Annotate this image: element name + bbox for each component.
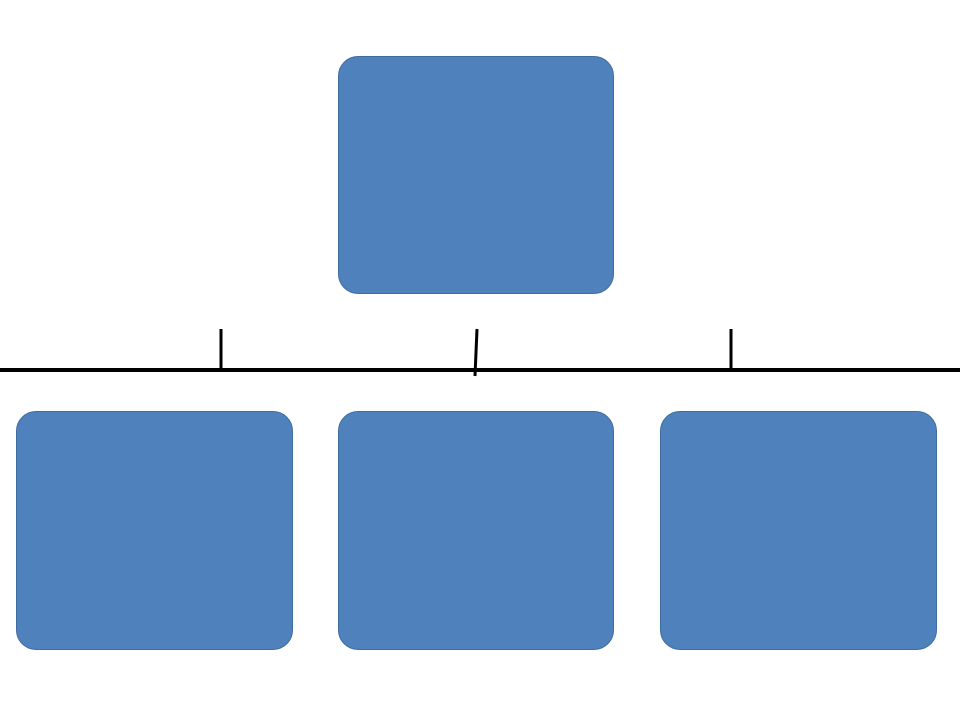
child-node-box-left (16, 411, 293, 650)
connector-tick-center (473, 328, 479, 377)
child-node-box-center (338, 411, 614, 650)
child-node-label-left (17, 412, 292, 649)
child-node-label-right (661, 412, 936, 649)
top-node-label (339, 57, 613, 293)
child-node-box-right (660, 411, 937, 650)
top-node-box (338, 56, 614, 294)
child-node-label-center (339, 412, 613, 649)
